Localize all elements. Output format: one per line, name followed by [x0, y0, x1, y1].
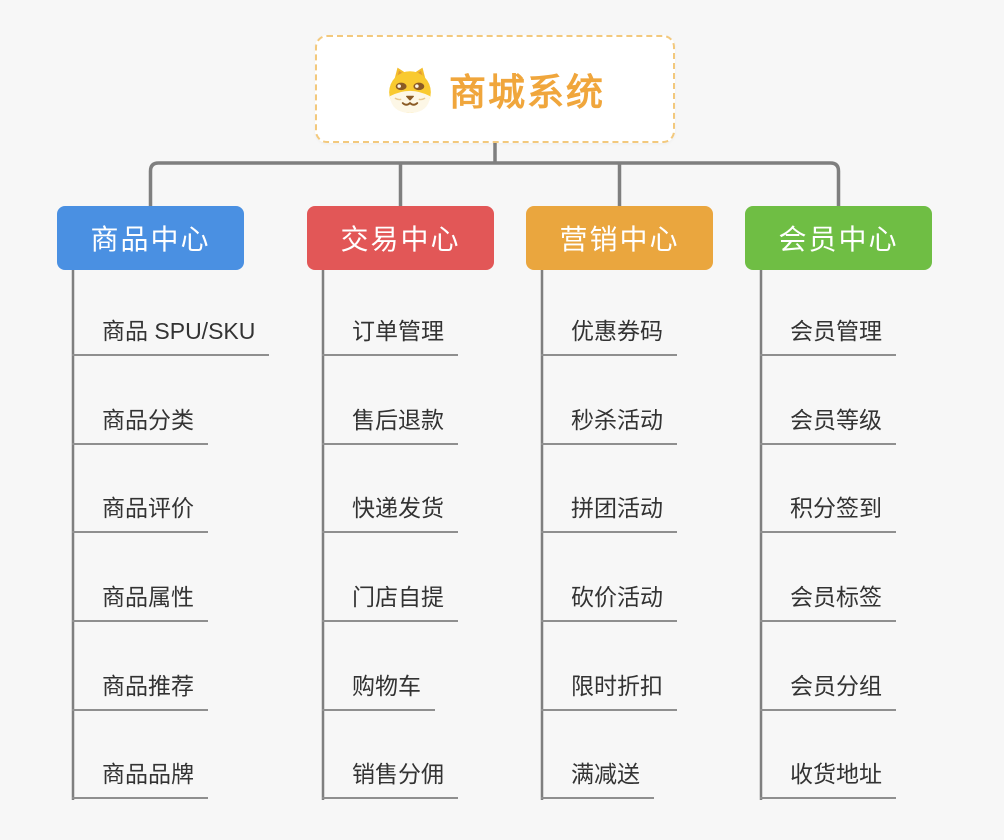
leaf-topic[interactable]: 商品分类 [72, 404, 208, 445]
leaf-topic[interactable]: 秒杀活动 [541, 404, 677, 445]
leaf-topic[interactable]: 快递发货 [322, 492, 458, 533]
leaf-topic[interactable]: 积分签到 [760, 492, 896, 533]
leaf-topic[interactable]: 商品评价 [72, 492, 208, 533]
branch-label: 交易中心 [340, 224, 461, 255]
root-node-mall-system[interactable]: 商城系统 [315, 35, 675, 143]
leaf-topic[interactable]: 商品推荐 [72, 670, 208, 711]
branch-node-4[interactable]: 会员中心 [745, 206, 932, 270]
leaf-topic[interactable]: 销售分佣 [322, 758, 458, 799]
branch-node-3[interactable]: 营销中心 [526, 206, 713, 270]
connector-line [148, 161, 841, 206]
leaf-topic[interactable]: 会员标签 [760, 581, 896, 622]
leaf-topic[interactable]: 订单管理 [322, 315, 458, 356]
leaf-topic[interactable]: 收货地址 [760, 758, 896, 799]
branch-node-2[interactable]: 交易中心 [307, 206, 494, 270]
branch-label: 营销中心 [559, 224, 680, 255]
leaf-topic[interactable]: 会员分组 [760, 670, 896, 711]
leaf-topic[interactable]: 购物车 [322, 670, 435, 711]
root-title: 商城系统 [449, 72, 605, 113]
leaf-topic[interactable]: 拼团活动 [541, 492, 677, 533]
leaf-topic[interactable]: 砍价活动 [541, 581, 677, 622]
leaf-topic[interactable]: 会员管理 [760, 315, 896, 356]
leaf-topic[interactable]: 会员等级 [760, 404, 896, 445]
leaf-topic[interactable]: 门店自提 [322, 581, 458, 622]
branch-node-1[interactable]: 商品中心 [57, 206, 244, 270]
leaf-topic[interactable]: 优惠券码 [541, 315, 677, 356]
dog-face-icon [389, 67, 431, 113]
leaf-topic[interactable]: 商品 SPU/SKU [72, 315, 270, 356]
leaf-topic[interactable]: 售后退款 [322, 404, 458, 445]
branch-label: 商品中心 [90, 224, 211, 255]
leaf-topic[interactable]: 限时折扣 [541, 670, 677, 711]
leaf-topic[interactable]: 商品属性 [72, 581, 208, 622]
leaf-topic[interactable]: 满减送 [541, 758, 654, 799]
leaf-topic[interactable]: 商品品牌 [72, 758, 208, 799]
branch-label: 会员中心 [778, 224, 899, 255]
